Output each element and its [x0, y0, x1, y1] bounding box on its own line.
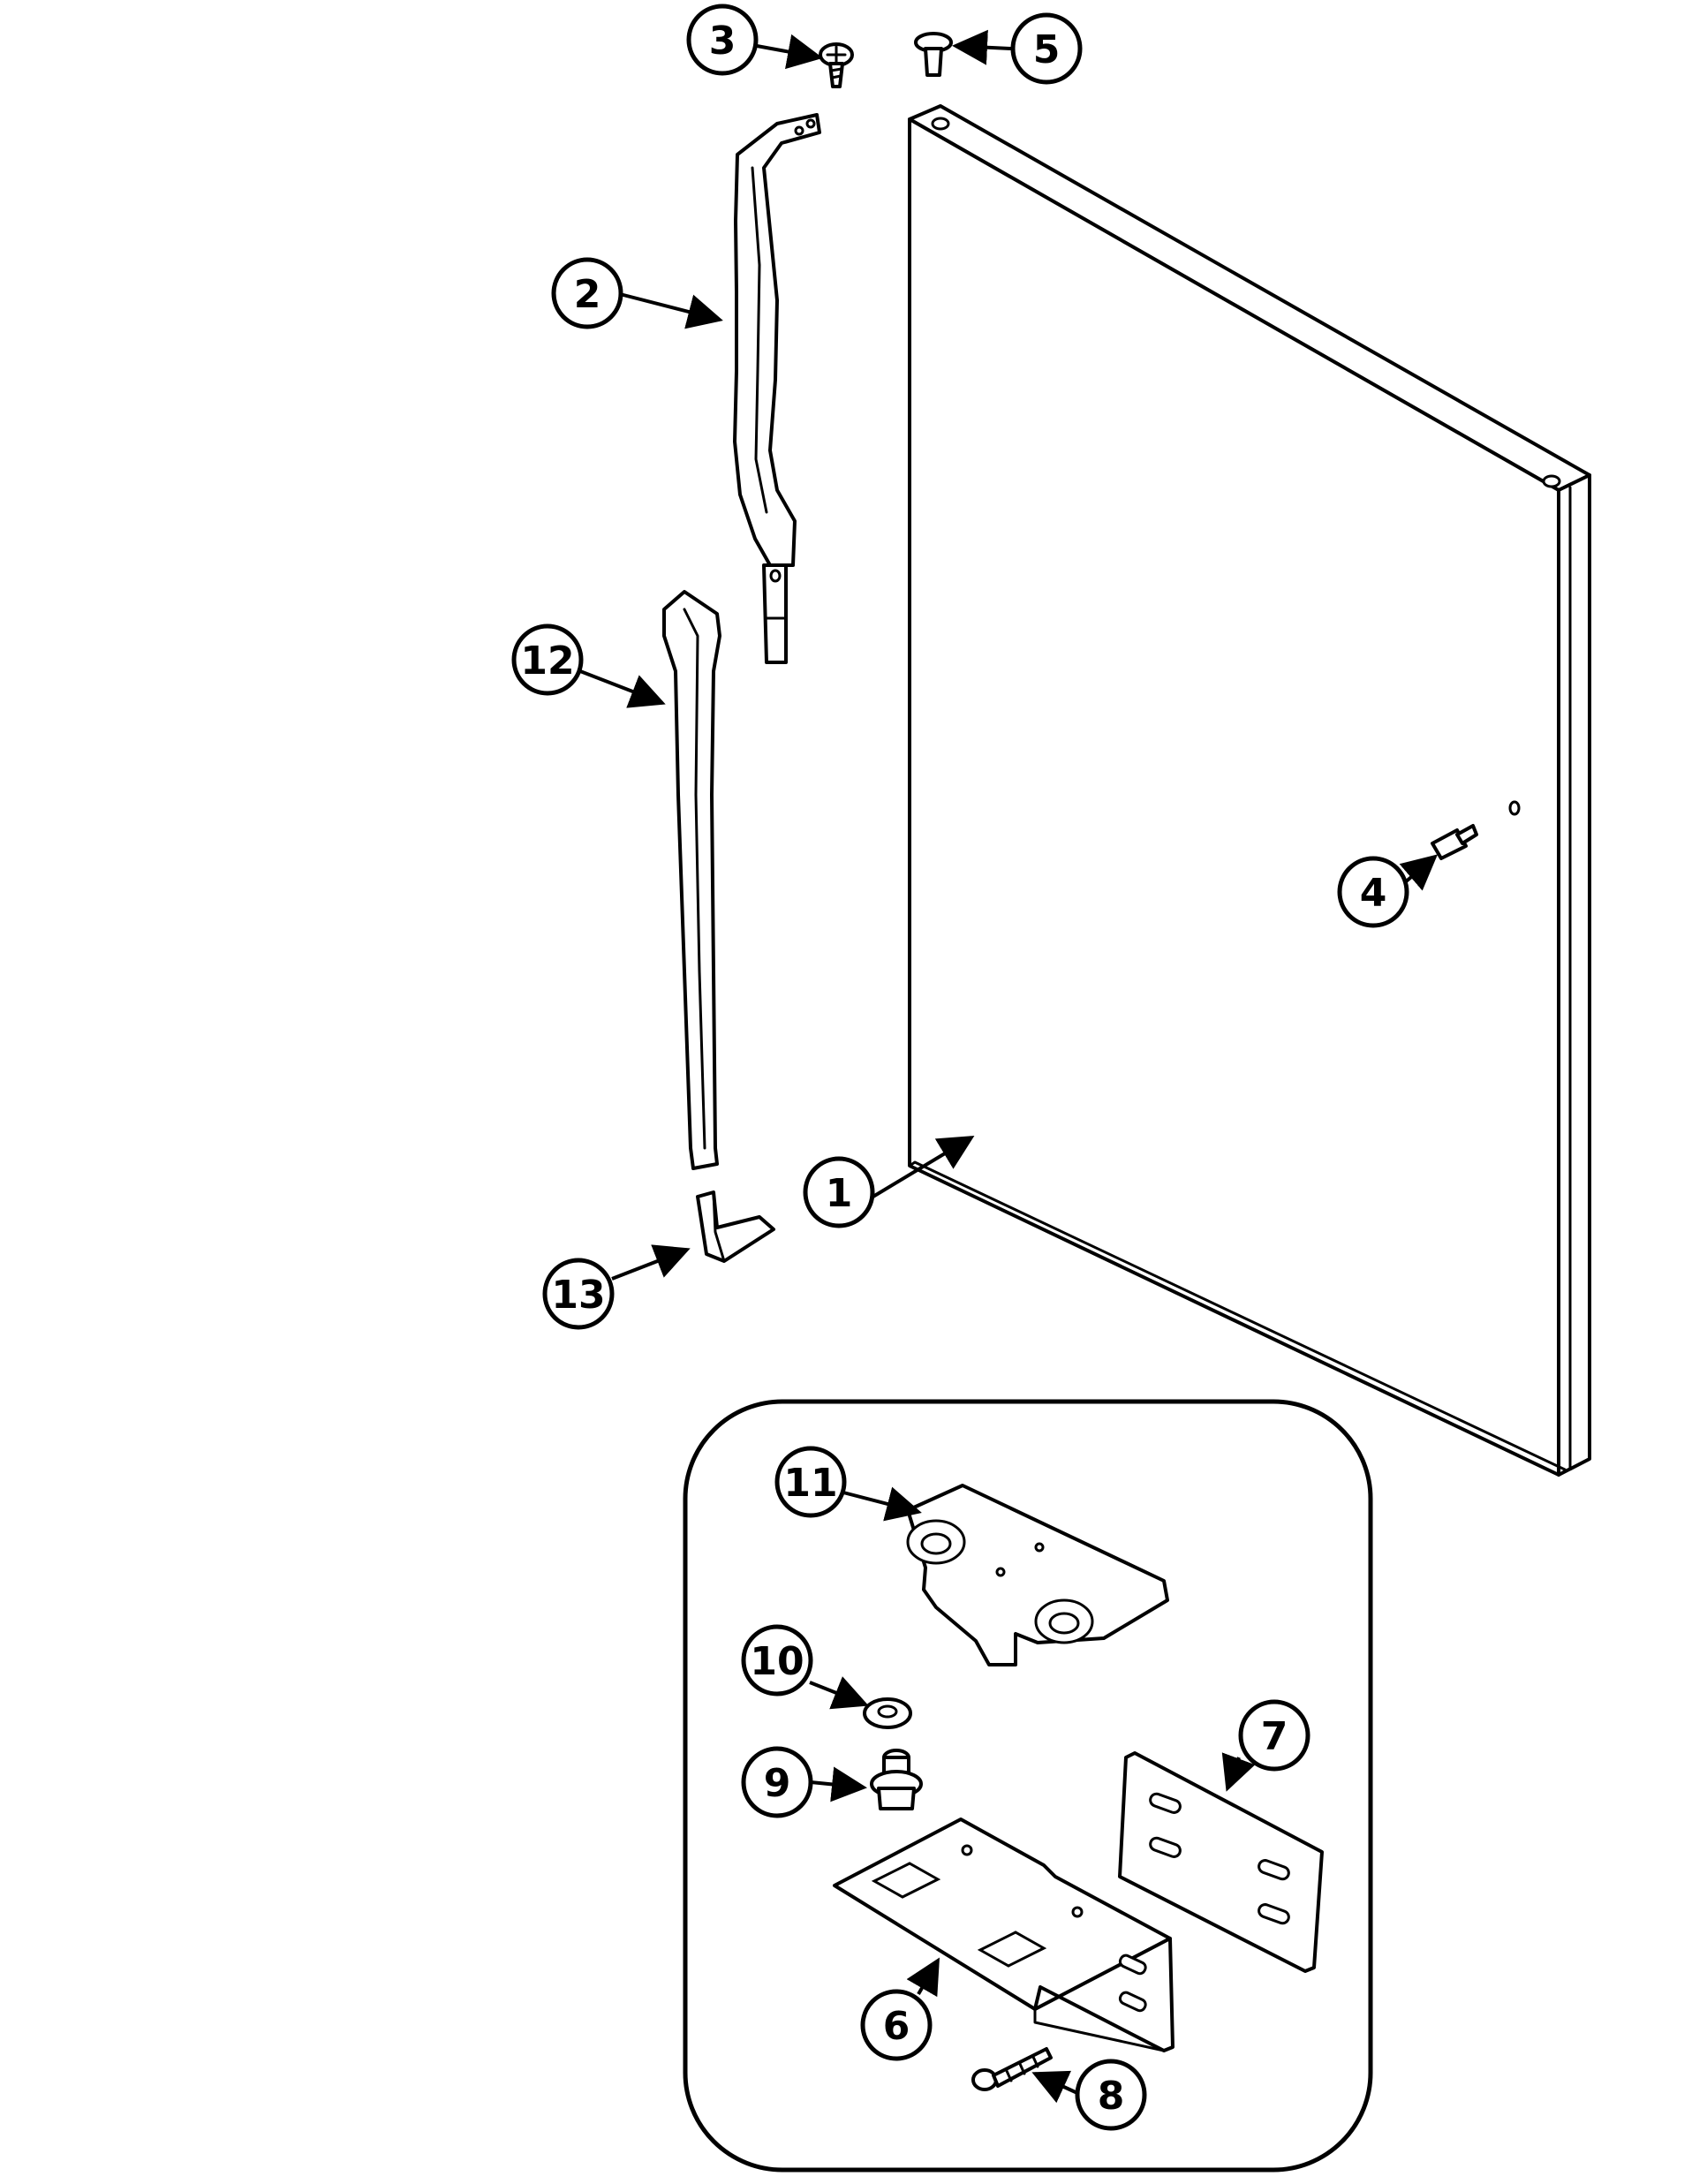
- callout-3: 3: [686, 4, 759, 76]
- svg-text:11: 11: [783, 1461, 837, 1506]
- plug-4: [1431, 824, 1478, 860]
- callout-11: 11: [774, 1446, 847, 1518]
- plug-5: [914, 32, 953, 77]
- svg-text:7: 7: [1261, 1714, 1288, 1759]
- screw-3: [819, 42, 854, 88]
- hinge-plate-11: [906, 1484, 1169, 1666]
- svg-text:9: 9: [764, 1761, 791, 1806]
- callout-12: 12: [511, 623, 584, 696]
- svg-text:1: 1: [826, 1171, 853, 1216]
- callout-7: 7: [1238, 1699, 1310, 1772]
- svg-text:3: 3: [709, 19, 736, 64]
- svg-text:13: 13: [551, 1273, 605, 1318]
- callout-8: 8: [1075, 2059, 1147, 2131]
- washer-10: [863, 1697, 912, 1729]
- callout-5: 5: [1010, 12, 1083, 85]
- screw-8: [971, 2047, 1053, 2091]
- svg-text:2: 2: [574, 272, 601, 317]
- leader-lines: [579, 29, 1439, 2104]
- trim-strip: [662, 590, 721, 1170]
- svg-text:8: 8: [1098, 2074, 1125, 2119]
- callout-13: 13: [542, 1258, 615, 1330]
- shim-plate-7: [1118, 1751, 1324, 1973]
- callout-1: 1: [803, 1156, 875, 1228]
- svg-text:12: 12: [520, 639, 574, 684]
- callout-2: 2: [551, 257, 623, 329]
- callout-9: 9: [741, 1746, 813, 1818]
- svg-text:10: 10: [750, 1639, 804, 1684]
- door-handle: [733, 113, 821, 664]
- svg-text:5: 5: [1033, 27, 1061, 72]
- callout-10: 10: [741, 1624, 813, 1697]
- callout-6: 6: [860, 1989, 933, 2061]
- hinge-bracket-6: [833, 1817, 1175, 2052]
- hinge-pin-9: [870, 1749, 923, 1810]
- svg-text:6: 6: [883, 2004, 910, 2049]
- hinge-kit-inset-frame: [683, 1399, 1373, 2173]
- callout-4: 4: [1337, 856, 1409, 928]
- svg-text:4: 4: [1360, 871, 1387, 916]
- door-panel: [908, 104, 1591, 1477]
- end-cap: [696, 1190, 775, 1263]
